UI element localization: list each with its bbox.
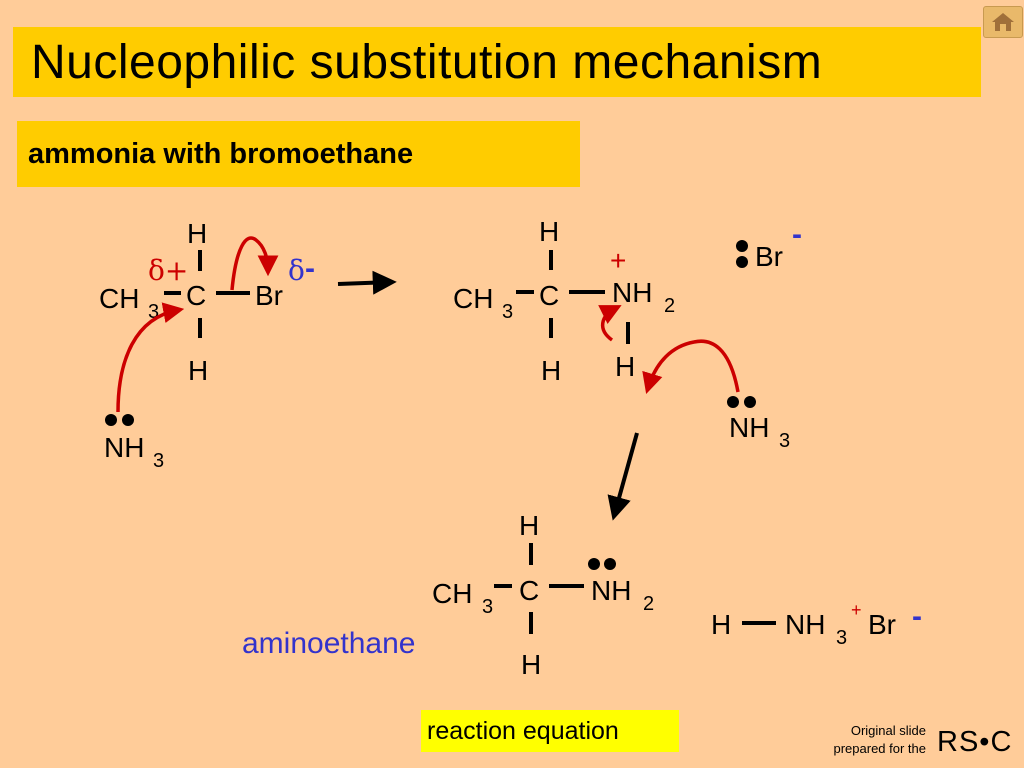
atom-c-3: C bbox=[519, 575, 539, 606]
arrow-bond-to-br bbox=[230, 236, 279, 291]
atom-c-1: C bbox=[186, 280, 206, 311]
atom-h-nh4: H bbox=[711, 609, 731, 640]
subtitle: ammonia with bromoethane bbox=[28, 138, 414, 170]
lone-pair-dot bbox=[736, 240, 748, 252]
subscript-3-ch-1: 3 bbox=[148, 301, 159, 323]
group-nh-5: NH bbox=[785, 609, 825, 640]
atom-h-bottom-1: H bbox=[188, 355, 208, 386]
negative-charge-br: - bbox=[792, 218, 802, 251]
reaction-arrow-2 bbox=[607, 432, 639, 521]
delta-minus-sign: - bbox=[305, 252, 315, 285]
atom-h-n-2: H bbox=[615, 351, 635, 382]
reaction-arrow-1 bbox=[337, 270, 397, 295]
aminoethane-molecule: H C NH 2 CH 3 H aminoethane bbox=[242, 510, 654, 680]
positive-charge: + bbox=[610, 245, 626, 276]
group-ch-1: CH bbox=[99, 283, 139, 314]
atom-h-bottom-3: H bbox=[521, 649, 541, 680]
intermediate-molecule: H C NH 2 + CH 3 H H bbox=[453, 216, 675, 386]
subscript-3-ch-2: 3 bbox=[502, 301, 513, 323]
atom-h-top-3: H bbox=[519, 510, 539, 541]
lone-pair-dot bbox=[105, 414, 117, 426]
atom-h-top-1: H bbox=[187, 218, 207, 249]
subtitle-box: ammonia with bromoethane bbox=[17, 121, 580, 187]
subscript-3-ch-3: 3 bbox=[482, 596, 493, 618]
home-button[interactable] bbox=[983, 6, 1023, 38]
group-ch-2: CH bbox=[453, 283, 493, 314]
atom-br-ion: Br bbox=[755, 241, 783, 272]
atom-h-bottom-2: H bbox=[541, 355, 561, 386]
arrow-bond-to-n bbox=[598, 305, 622, 342]
lone-pair-dot bbox=[727, 396, 739, 408]
rsc-credit: Original slide prepared for the RS•C bbox=[812, 723, 1018, 761]
group-nh-4: NH bbox=[591, 575, 631, 606]
group-nh-2: NH bbox=[612, 277, 652, 308]
lone-pair-dot bbox=[604, 558, 616, 570]
lone-pair-dot bbox=[588, 558, 600, 570]
bromoethane-molecule: H C Br CH 3 H δ+ δ - bbox=[99, 218, 315, 386]
title-box: Nucleophilic substitution mechanism bbox=[13, 27, 981, 97]
delta-label: δ bbox=[288, 254, 305, 287]
subscript-2-nh-2: 2 bbox=[664, 295, 675, 317]
atom-c-2: C bbox=[539, 280, 559, 311]
subscript-3-nh-5: 3 bbox=[836, 627, 847, 649]
arrow-n-to-c bbox=[116, 302, 185, 413]
lone-pair-dot bbox=[744, 396, 756, 408]
group-nh-3: NH bbox=[729, 412, 769, 443]
group-nh-1: NH bbox=[104, 432, 144, 463]
group-ch-3: CH bbox=[432, 578, 472, 609]
arrow-n-to-h bbox=[642, 339, 740, 395]
atom-br-salt: Br bbox=[868, 609, 896, 640]
positive-charge-nh4: + bbox=[851, 600, 862, 620]
rsc-logo: RS•C bbox=[937, 726, 1013, 758]
ammonium-bromide: H NH 3 + Br - bbox=[711, 600, 922, 649]
home-icon bbox=[992, 13, 1014, 31]
atom-h-top-2: H bbox=[539, 216, 559, 247]
subscript-3-nh-3: 3 bbox=[779, 430, 790, 452]
reaction-equation-button[interactable]: reaction equation bbox=[421, 710, 679, 752]
credit-line-1: Original slide bbox=[850, 723, 926, 738]
negative-charge-salt: - bbox=[912, 600, 922, 633]
lone-pair-dot bbox=[736, 256, 748, 268]
bromide-ion: Br - bbox=[736, 218, 802, 272]
delta-plus-label: δ+ bbox=[148, 254, 188, 287]
atom-br-1: Br bbox=[255, 280, 283, 311]
lone-pair-dot bbox=[122, 414, 134, 426]
product-name: aminoethane bbox=[242, 627, 415, 660]
subscript-3-nh-1: 3 bbox=[153, 450, 164, 472]
ammonia-nucleophile-2: NH 3 bbox=[642, 339, 790, 452]
subscript-2-nh-4: 2 bbox=[643, 593, 654, 615]
ammonia-nucleophile-1: NH 3 bbox=[104, 302, 185, 472]
reaction-equation-label: reaction equation bbox=[427, 717, 619, 745]
credit-line-2: prepared for the bbox=[833, 741, 926, 756]
page-title: Nucleophilic substitution mechanism bbox=[31, 36, 823, 89]
